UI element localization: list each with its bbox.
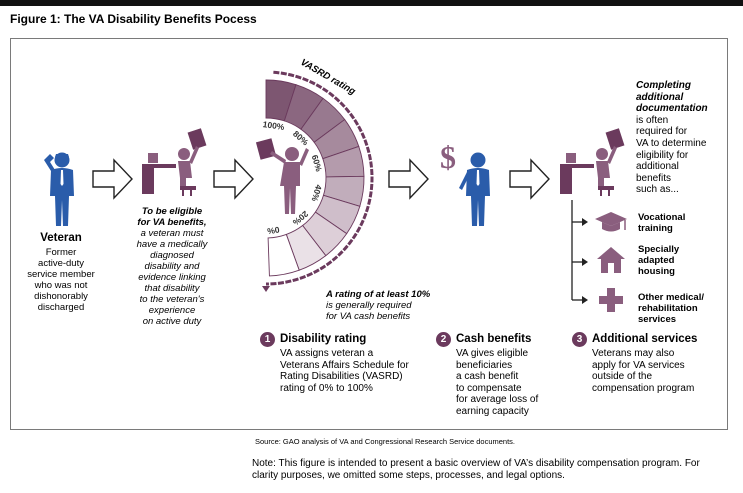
step-1-title: Disability rating xyxy=(280,333,367,345)
gauge-outer-arc xyxy=(265,70,374,286)
graduation-cap-icon xyxy=(595,212,627,232)
arrow-3-icon xyxy=(388,158,429,200)
step-3-title: Additional services xyxy=(592,333,698,345)
gauge-tick-label: 60% xyxy=(310,154,324,174)
rating-threshold-note: A rating of at least 10% is generally re… xyxy=(326,289,431,322)
veteran-title: Veteran xyxy=(40,232,82,244)
saluting-veteran-icon xyxy=(44,152,74,226)
gauge-tick-label: 100% xyxy=(262,119,285,132)
gauge-segment xyxy=(267,233,300,277)
step-2-title: Cash benefits xyxy=(456,333,532,345)
arrow-4-icon xyxy=(509,158,550,200)
top-rule xyxy=(0,0,743,6)
step-3-number-badge: 3 xyxy=(572,332,587,347)
gauge-tick-label: 0% xyxy=(266,225,280,237)
threshold-pointer-icon xyxy=(262,286,270,292)
figure-note: Note: This figure is intended to present… xyxy=(252,458,700,481)
medical-cross-icon xyxy=(599,288,623,312)
gauge-segments xyxy=(265,79,365,277)
house-icon xyxy=(597,247,625,273)
clerk-at-desk-icon xyxy=(142,128,207,196)
figure-frame xyxy=(10,38,728,430)
step-2-number-badge: 2 xyxy=(436,332,451,347)
gauge-tick-label: 40% xyxy=(309,183,324,203)
cash-recipient-icon xyxy=(459,152,490,226)
clerk-at-desk-2-icon xyxy=(560,128,625,196)
arrow-2-icon xyxy=(213,158,254,200)
rater-with-folder-icon xyxy=(255,138,309,214)
source-note: Source: GAO analysis of VA and Congressi… xyxy=(255,437,515,446)
dollar-sign-icon: $ xyxy=(440,139,456,175)
step-1-number-badge: 1 xyxy=(260,332,275,347)
svg-text:$: $ xyxy=(440,139,456,175)
figure-title: Figure 1: The VA Disability Benefits Poc… xyxy=(10,12,257,26)
arrow-1-icon xyxy=(92,158,133,200)
